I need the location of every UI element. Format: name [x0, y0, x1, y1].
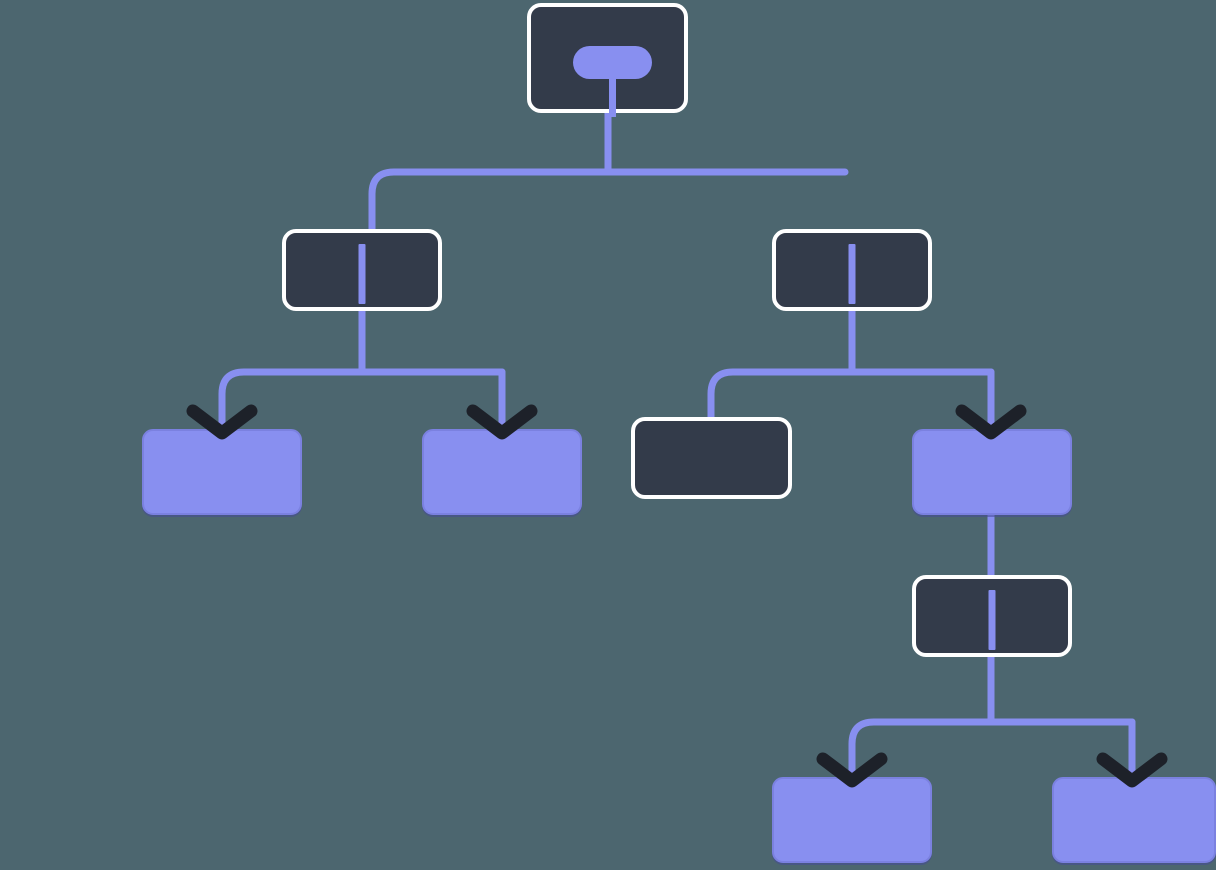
arrow-head-outline-icon	[958, 405, 1024, 435]
arrow-head-outline-icon	[1099, 753, 1165, 783]
node-leaf-4[interactable]	[772, 777, 932, 863]
node-mid-left[interactable]	[282, 229, 442, 311]
root-stem-shape	[609, 79, 616, 117]
node-deep[interactable]	[912, 575, 1072, 657]
node-dark-leaf[interactable]	[631, 417, 792, 499]
node-mid-right[interactable]	[772, 229, 932, 311]
node-leaf-2[interactable]	[422, 429, 582, 515]
node-inner-line	[848, 244, 856, 304]
node-leaf-3[interactable]	[912, 429, 1072, 515]
arrow-head-outline-icon	[469, 405, 535, 435]
arrow-head-outline-icon	[819, 753, 885, 783]
root-pill-shape	[573, 46, 652, 79]
edge-path	[368, 168, 849, 245]
node-leaf-5[interactable]	[1052, 777, 1216, 863]
node-inner-line	[988, 590, 996, 650]
node-leaf-1[interactable]	[142, 429, 302, 515]
arrow-head-outline-icon	[189, 405, 255, 435]
node-inner-line	[358, 244, 366, 304]
node-root[interactable]	[527, 3, 688, 117]
